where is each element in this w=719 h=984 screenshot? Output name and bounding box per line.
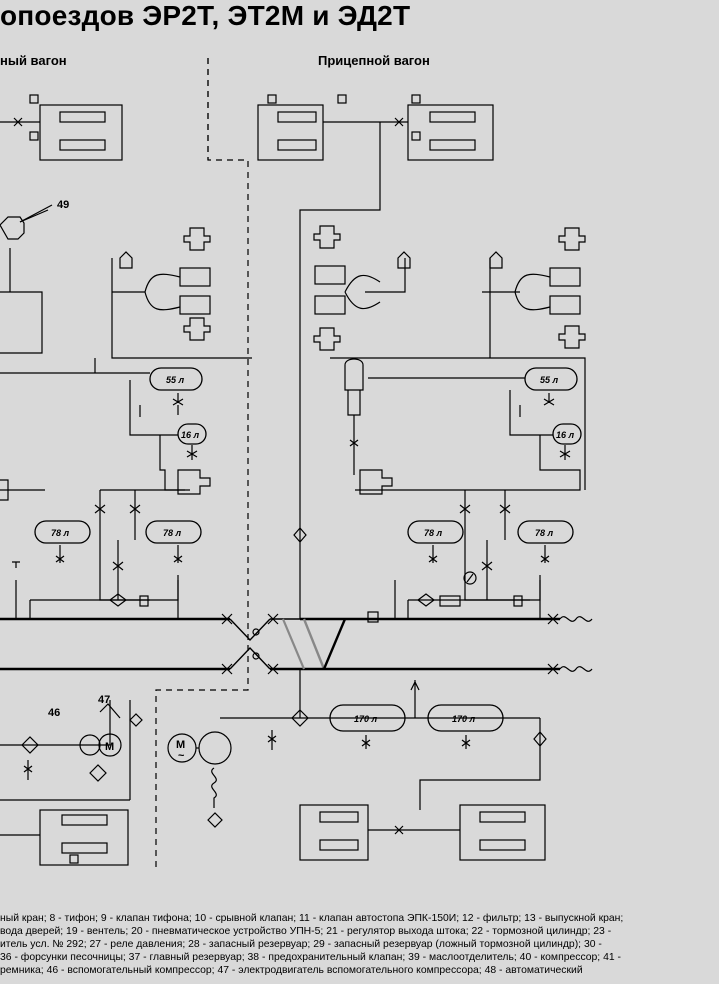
right-lower-reservoirs-piping	[367, 504, 550, 623]
left-control-pipe	[0, 358, 211, 540]
main-compressor-icon	[198, 731, 232, 765]
reservoir-label: 170 л	[354, 714, 378, 724]
reservoir-right-16	[552, 423, 582, 445]
section-header-trailer-car: Прицепной вагон	[318, 53, 430, 68]
reservoir-left-55	[149, 367, 203, 391]
right-control-pipe	[344, 358, 581, 540]
car-boundary	[155, 58, 249, 870]
left-aux-compressor	[0, 700, 143, 801]
right-lower-cylinder-group	[299, 804, 546, 861]
main-reservoir-170a	[329, 704, 406, 732]
section-header-motor-car: ный вагон	[0, 53, 67, 68]
reservoir-label: 78 л	[163, 528, 182, 538]
right-sander-left-group	[313, 225, 411, 351]
reservoir-label: 16 л	[556, 430, 575, 440]
supply-main-line	[0, 618, 560, 671]
leader-line	[99, 703, 121, 719]
reservoir-right-78b	[517, 520, 574, 544]
reservoir-left-78a	[34, 520, 91, 544]
reservoir-label: 16 л	[181, 430, 200, 440]
left-lower-cylinder-group	[0, 809, 129, 866]
reservoir-right-78a	[407, 520, 464, 544]
coupling-valves	[221, 613, 279, 675]
reservoir-right-55	[524, 367, 578, 391]
reservoir-label: 78 л	[535, 528, 554, 538]
aux-compressor-icon	[79, 734, 101, 756]
page-title: опоездов ЭР2Т, ЭТ2М и ЭД2Т	[0, 0, 411, 31]
reservoirs	[34, 367, 582, 732]
reservoir-label: 78 л	[51, 528, 70, 538]
motor-sub-label: ~	[178, 750, 185, 762]
left-sand-valve-49	[0, 209, 49, 354]
reservoir-left-16	[177, 423, 207, 445]
legend-line: вода дверей; 19 - вентель; 20 - пневмати…	[0, 926, 612, 937]
reservoir-label: 55 л	[540, 375, 559, 385]
filter-icon	[293, 527, 307, 543]
left-lower-reservoirs-piping	[12, 504, 183, 619]
callout-47: 47	[98, 694, 110, 706]
reservoir-left-78b	[145, 520, 202, 544]
right-upper-cylinder-groups	[257, 94, 494, 619]
legend-line: ный кран; 8 - тифон; 9 - клапан тифона; …	[0, 913, 624, 924]
legend-line: итель усл. № 292; 27 - реле давления; 28…	[0, 939, 602, 950]
main-compressor-group	[207, 669, 541, 828]
brake-main-line	[0, 617, 560, 670]
callout-46: 46	[48, 707, 60, 719]
reservoir-label: 55 л	[166, 375, 185, 385]
reservoir-label: 78 л	[424, 528, 443, 538]
callout-leader-49	[19, 204, 53, 223]
legend-line: ремника; 46 - вспомогательный компрессор…	[0, 965, 583, 976]
reservoir-label: 170 л	[452, 714, 476, 724]
aux-motor-icon	[98, 733, 122, 757]
legend-line: 36 - форсунки песочницы; 37 - главный ре…	[0, 952, 621, 963]
left-sander-cylinders	[111, 227, 252, 359]
motor-label: М	[105, 741, 114, 753]
callout-49: 49	[57, 199, 69, 211]
main-reservoir-170b	[427, 704, 504, 732]
left-upper-cylinder-group	[0, 94, 123, 161]
motor-label: М	[176, 739, 185, 751]
filter-icon	[533, 731, 547, 747]
right-sander-right-group	[330, 227, 586, 490]
end-hose-right	[547, 613, 593, 675]
